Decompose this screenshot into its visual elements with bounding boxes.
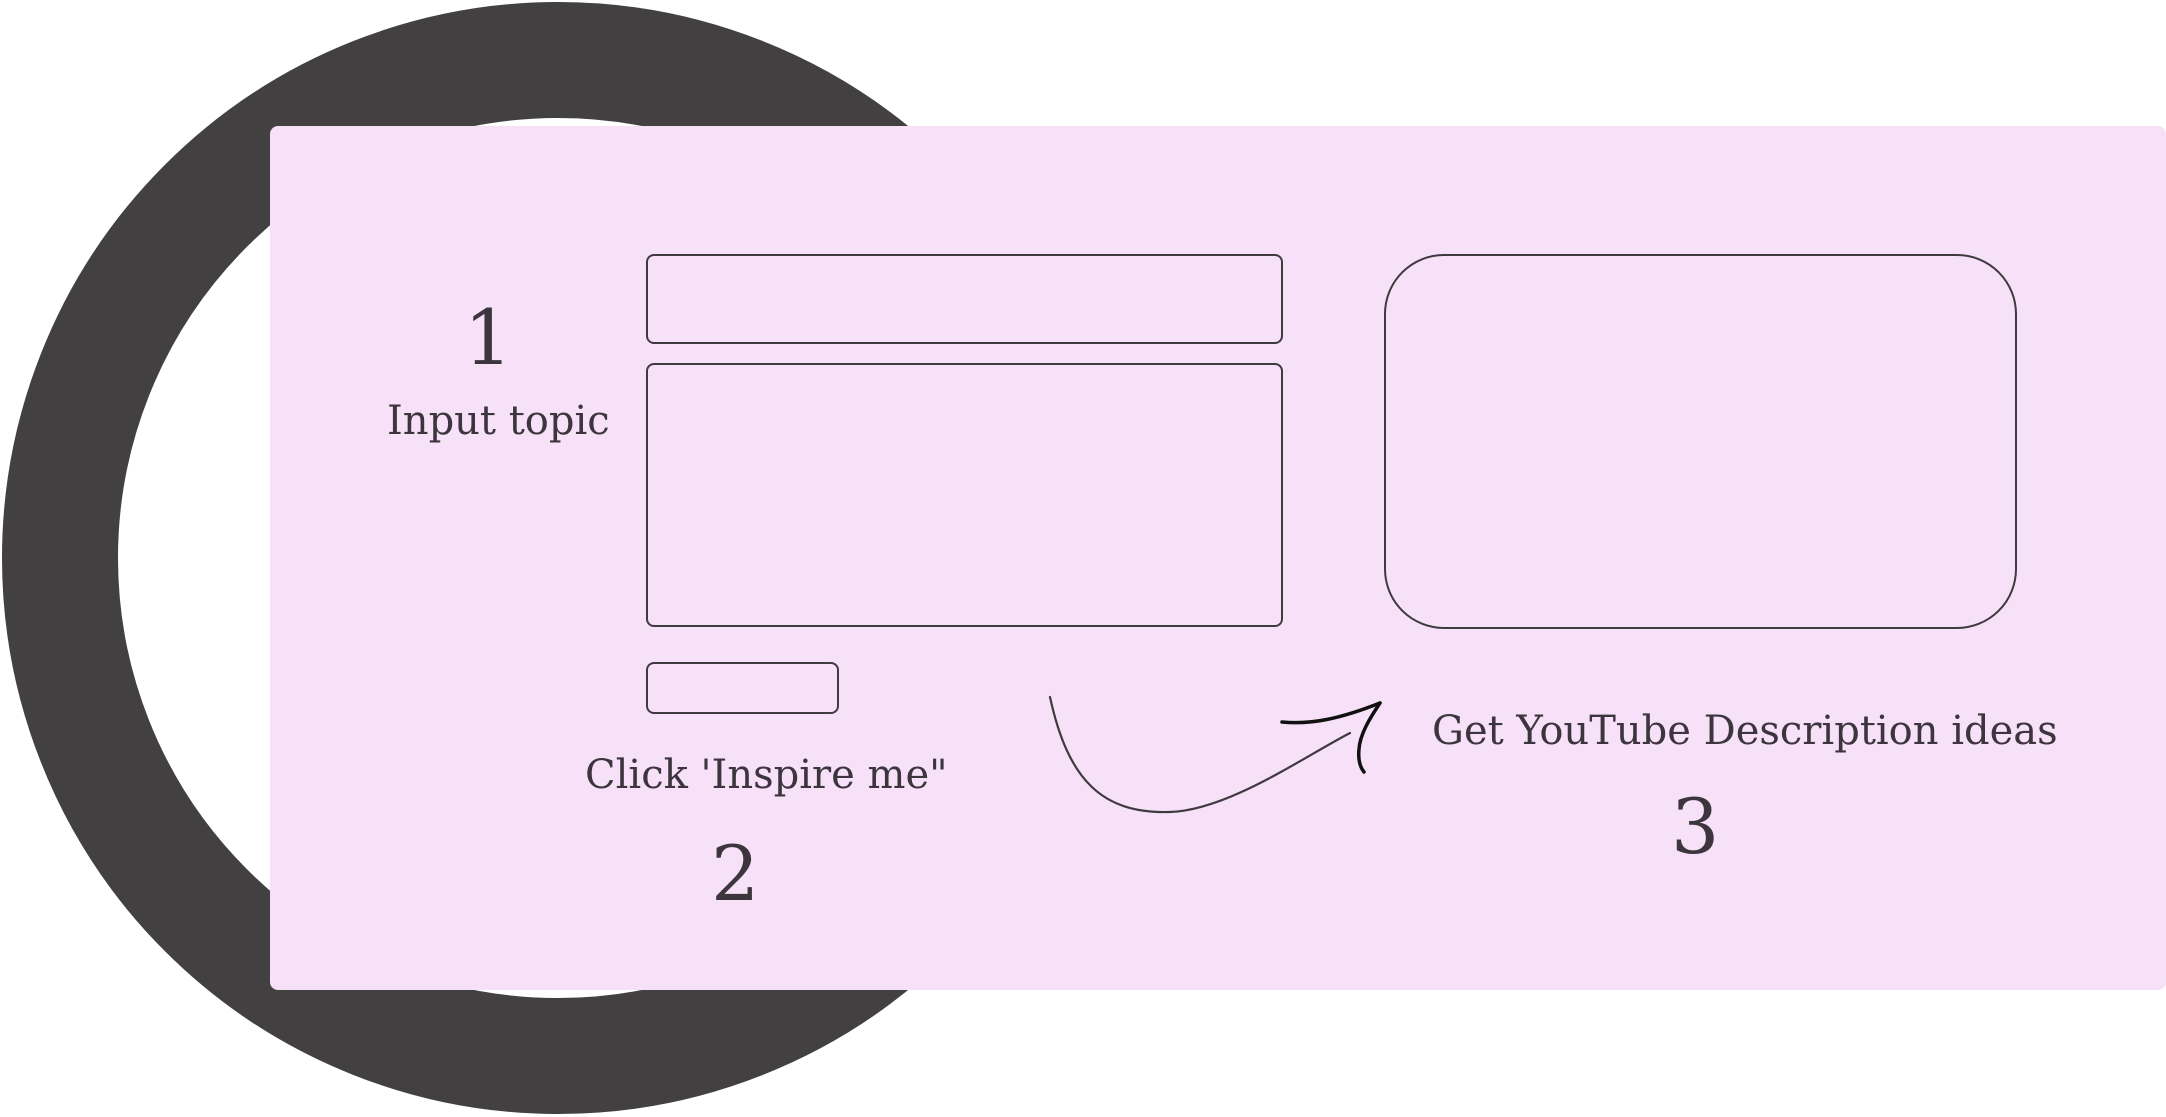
arrow-curve	[1048, 695, 1352, 814]
details-input-box[interactable]	[646, 363, 1283, 627]
arrow-head-upper	[1280, 701, 1382, 725]
step-1-label: Input topic	[387, 398, 610, 444]
step-3-number: 3	[1671, 782, 1720, 871]
arrow-icon	[1048, 695, 1382, 814]
step-3-label: Get YouTube Description ideas	[1432, 708, 2058, 754]
output-box	[1384, 254, 2017, 629]
arrow-head-lower	[1357, 701, 1382, 774]
inspire-me-button[interactable]	[646, 662, 839, 714]
step-1-number: 1	[464, 293, 513, 382]
diagram-panel	[270, 126, 2166, 990]
topic-input-box[interactable]	[646, 254, 1283, 344]
step-2-label: Click 'Inspire me"	[585, 752, 948, 798]
step-2-number: 2	[711, 829, 760, 918]
